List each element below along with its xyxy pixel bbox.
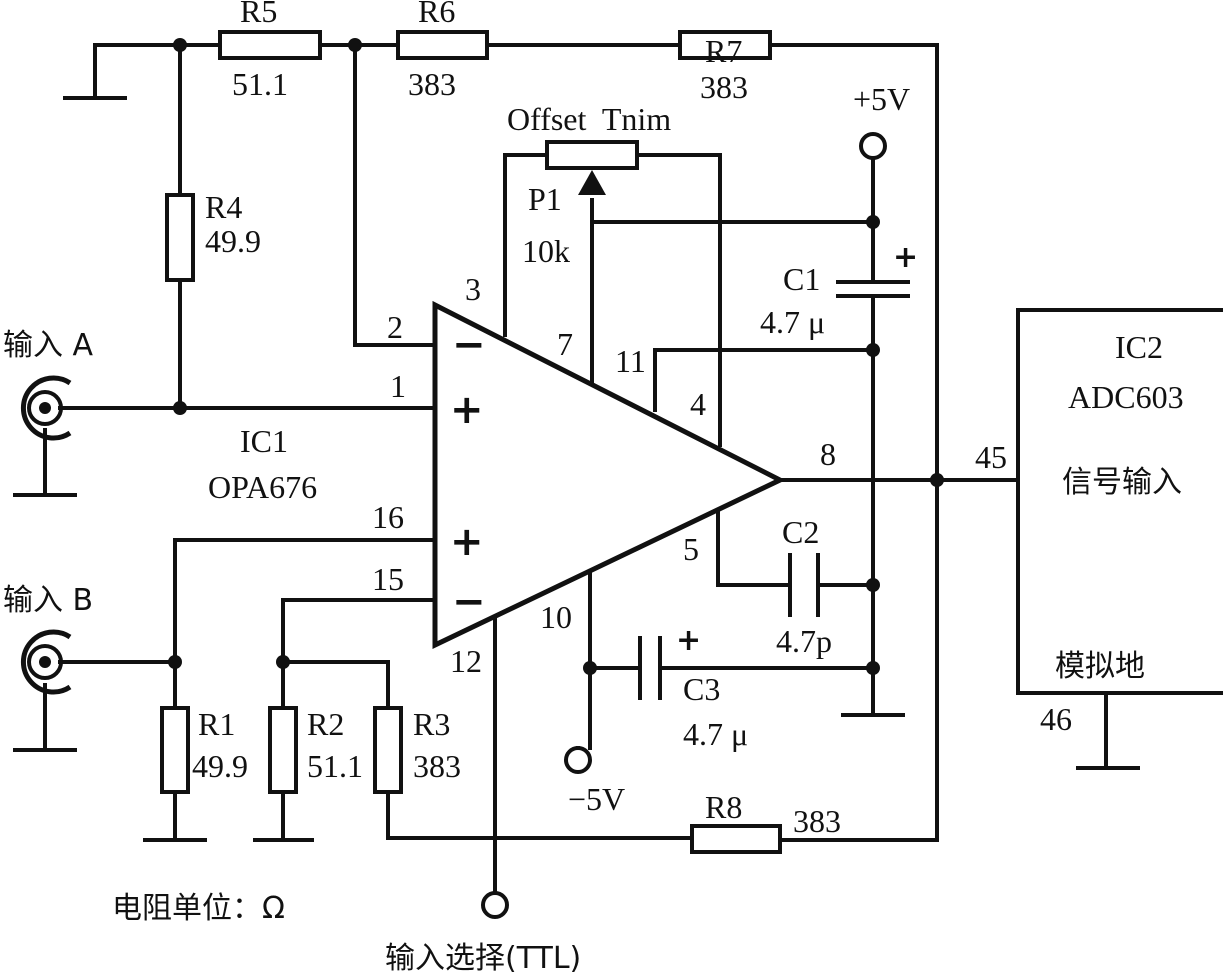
- plus5v-label: +5V: [853, 81, 910, 117]
- ttl-select-terminal-icon: [481, 891, 509, 919]
- r5-name: R5: [240, 0, 277, 29]
- resistor-r7: [678, 30, 772, 60]
- pin-16-label: 16: [372, 499, 404, 535]
- ic1-pin1-plus-sign: +: [450, 387, 484, 433]
- pin-7-label: 7: [557, 326, 573, 362]
- pin-11-label: 11: [615, 343, 646, 379]
- pin-3-label: 3: [465, 271, 481, 307]
- r3-value: 383: [413, 748, 461, 784]
- r1-name: R1: [198, 706, 235, 742]
- pin-45-label: 45: [975, 439, 1007, 475]
- ic2-analog-ground-label: 模拟地: [1055, 649, 1145, 684]
- ic2-part: ADC603: [1068, 379, 1184, 415]
- p1-wiper-arrow-icon: [578, 170, 606, 195]
- r3-name: R3: [413, 706, 450, 742]
- pin-4-label: 4: [690, 386, 706, 422]
- ic1-opamp-triangle: [432, 300, 786, 649]
- r8-name: R8: [705, 789, 742, 825]
- pin-5-label: 5: [683, 531, 699, 567]
- pin-15-label: 15: [372, 561, 404, 597]
- ic1-pin2-minus-sign: −: [452, 322, 486, 368]
- c2-value: 4.7p: [776, 623, 832, 659]
- ttl-input-select-label: 输入选择(TTL): [385, 941, 581, 976]
- r8-value: 383: [793, 803, 841, 839]
- bnc-connector-a-icon: [20, 375, 72, 441]
- ic1-part: OPA676: [208, 469, 317, 505]
- c2-name: C2: [782, 514, 819, 550]
- resistor-r3: [373, 706, 403, 794]
- p1-caption: Offset Tnim: [507, 101, 671, 137]
- c3-value: 4.7 μ: [683, 716, 748, 752]
- input-a-label: 输入 A: [3, 328, 94, 363]
- pin-12-label: 12: [450, 643, 482, 679]
- pin-10-label: 10: [540, 599, 572, 635]
- c1-name: C1: [783, 261, 820, 297]
- minus5v-label: −5V: [568, 781, 625, 817]
- p1-name: P1: [528, 181, 562, 217]
- c3-polarity-plus: +: [676, 623, 701, 658]
- resistance-unit-note: 电阻单位：Ω: [112, 891, 285, 926]
- resistor-r8: [690, 824, 782, 854]
- r1-value: 49.9: [192, 748, 248, 784]
- ic1-pin15-minus-sign: −: [452, 579, 486, 625]
- pin-2-label: 2: [387, 309, 403, 345]
- r6-value: 383: [408, 66, 456, 102]
- pin-1-label: 1: [390, 368, 406, 404]
- ic1-pin16-plus-sign: +: [450, 519, 484, 565]
- resistor-r1: [160, 706, 190, 794]
- bnc-connector-b-icon: [20, 629, 72, 695]
- r6-name: R6: [418, 0, 455, 29]
- capacitors: [638, 280, 910, 700]
- c1-polarity-plus: +: [893, 240, 918, 275]
- c3-name: C3: [683, 671, 720, 707]
- r4-value: 49.9: [205, 223, 261, 259]
- plus5v-terminal-icon: [859, 132, 887, 160]
- resistor-r2: [268, 706, 298, 794]
- r5-value: 51.1: [232, 66, 288, 102]
- resistor-r6: [396, 30, 489, 60]
- resistor-r5: [218, 30, 322, 60]
- potentiometer-p1: [545, 140, 639, 170]
- r7-value: 383: [700, 69, 748, 105]
- r2-name: R2: [307, 706, 344, 742]
- ic2-signal-input-label: 信号输入: [1062, 465, 1182, 500]
- ic1-ref: IC1: [240, 423, 288, 459]
- r7-name: R7: [705, 33, 742, 69]
- p1-value: 10k: [522, 233, 570, 269]
- r4-name: R4: [205, 189, 242, 225]
- resistors: [160, 30, 782, 854]
- junction-dots: [168, 38, 944, 675]
- r2-value: 51.1: [307, 748, 363, 784]
- ic2-ref: IC2: [1115, 329, 1163, 365]
- c1-value: 4.7 μ: [760, 304, 825, 340]
- resistor-r4: [165, 193, 195, 282]
- minus5v-terminal-icon: [564, 746, 592, 774]
- pin-8-label: 8: [820, 436, 836, 472]
- pin-46-label: 46: [1040, 701, 1072, 737]
- input-b-label: 输入 B: [3, 583, 93, 618]
